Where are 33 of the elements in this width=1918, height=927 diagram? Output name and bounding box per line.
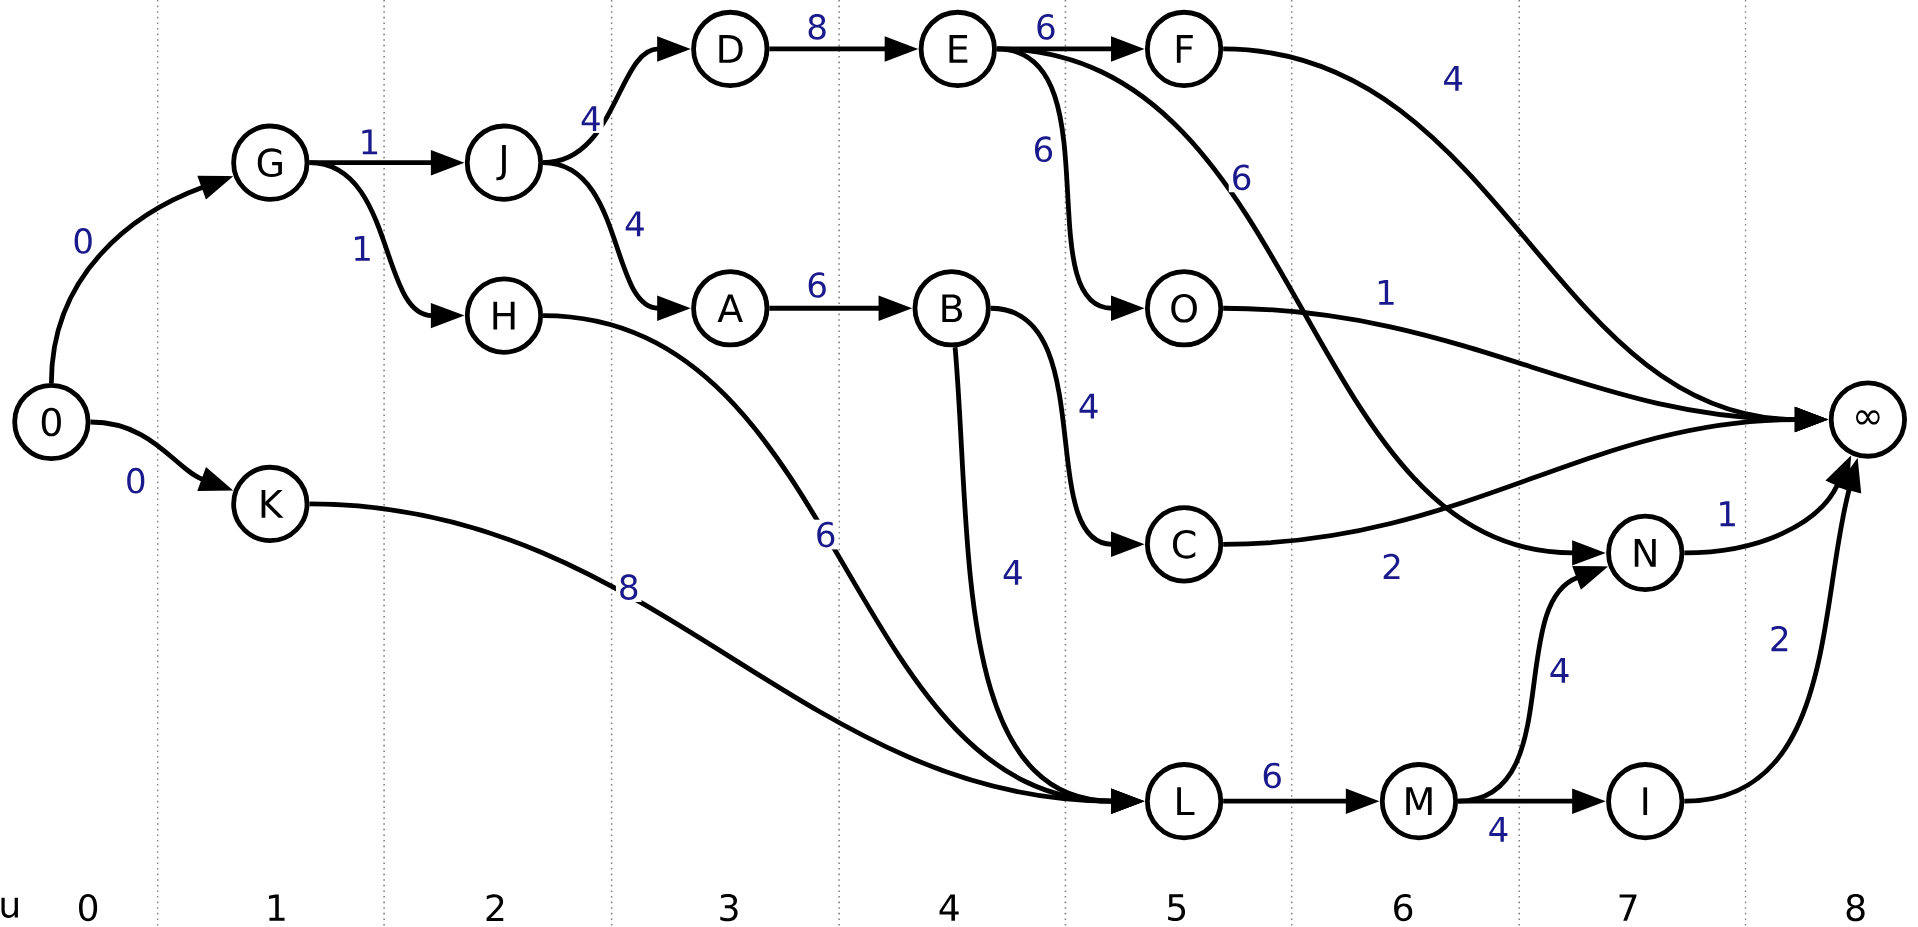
edge-label: 6 — [804, 270, 830, 300]
edge-label: 4 — [1485, 814, 1512, 844]
edge-label: 6 — [1030, 134, 1057, 164]
axis-label: 5 — [1168, 894, 1186, 921]
edge-label: 4 — [1000, 558, 1026, 587]
axis-label: 8 — [1846, 893, 1865, 922]
edge-label: 0 — [122, 465, 149, 496]
axis-label: 3 — [720, 893, 738, 922]
edge-label: 1 — [1373, 277, 1399, 307]
edge-label: 6 — [812, 519, 839, 550]
axis-label: 2 — [486, 894, 504, 921]
edge-label: 1 — [349, 233, 375, 263]
axis-label: 1 — [268, 894, 285, 921]
edge-label: 8 — [804, 11, 830, 42]
edge-label: 4 — [1440, 63, 1466, 93]
edge-label: 1 — [1714, 499, 1740, 529]
axis-label: 0 — [79, 893, 98, 922]
axis-label: 4 — [939, 894, 959, 921]
axis-label: u — [1, 897, 18, 918]
edge-label: 2 — [1767, 623, 1793, 654]
edge-label: 4 — [1075, 391, 1102, 421]
edge-label: 6 — [1228, 162, 1255, 193]
edge-label: 4 — [1546, 655, 1573, 685]
edge-label: 4 — [622, 209, 648, 239]
edge-label: 6 — [1033, 11, 1059, 42]
edge-label: 1 — [356, 127, 383, 157]
edge-label: 6 — [1259, 760, 1285, 791]
edge-label: 2 — [1379, 551, 1405, 581]
edge-label: 8 — [615, 572, 642, 602]
edge-label: 4 — [578, 104, 604, 133]
axis-label: 6 — [1394, 893, 1413, 922]
axis-label: 7 — [1619, 894, 1637, 921]
edge-label: 0 — [70, 226, 96, 256]
